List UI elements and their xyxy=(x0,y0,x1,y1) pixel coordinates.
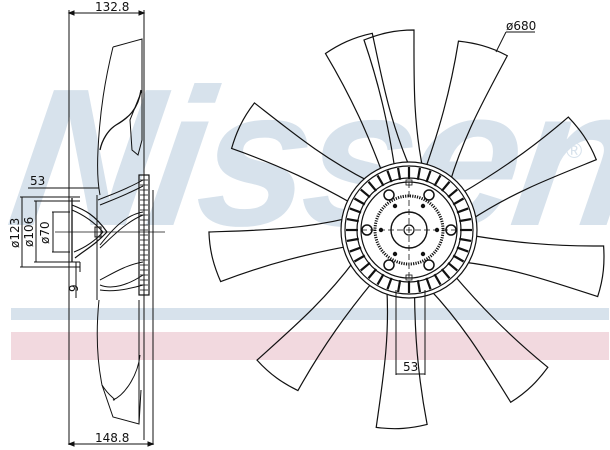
dim-flange: 9 xyxy=(67,284,81,292)
dim-outer-diameter: ø680 xyxy=(506,19,536,33)
front-view xyxy=(208,29,610,435)
dim-d106: ø106 xyxy=(22,217,36,247)
dim-top-width: 132.8 xyxy=(95,0,129,14)
dim-d70: ø70 xyxy=(38,221,52,244)
fin-strip xyxy=(140,179,148,291)
registered-mark: ® xyxy=(566,138,583,163)
front-dims xyxy=(395,31,535,375)
blue-band xyxy=(11,308,609,320)
dim-blade-root: 53 xyxy=(403,360,418,374)
red-band xyxy=(11,332,609,360)
dim-d123: ø123 xyxy=(8,218,22,248)
hub-slots xyxy=(346,167,472,293)
dim-hub-offset: 53 xyxy=(30,174,45,188)
dim-bottom-width: 148.8 xyxy=(95,431,129,445)
side-view xyxy=(20,10,165,447)
